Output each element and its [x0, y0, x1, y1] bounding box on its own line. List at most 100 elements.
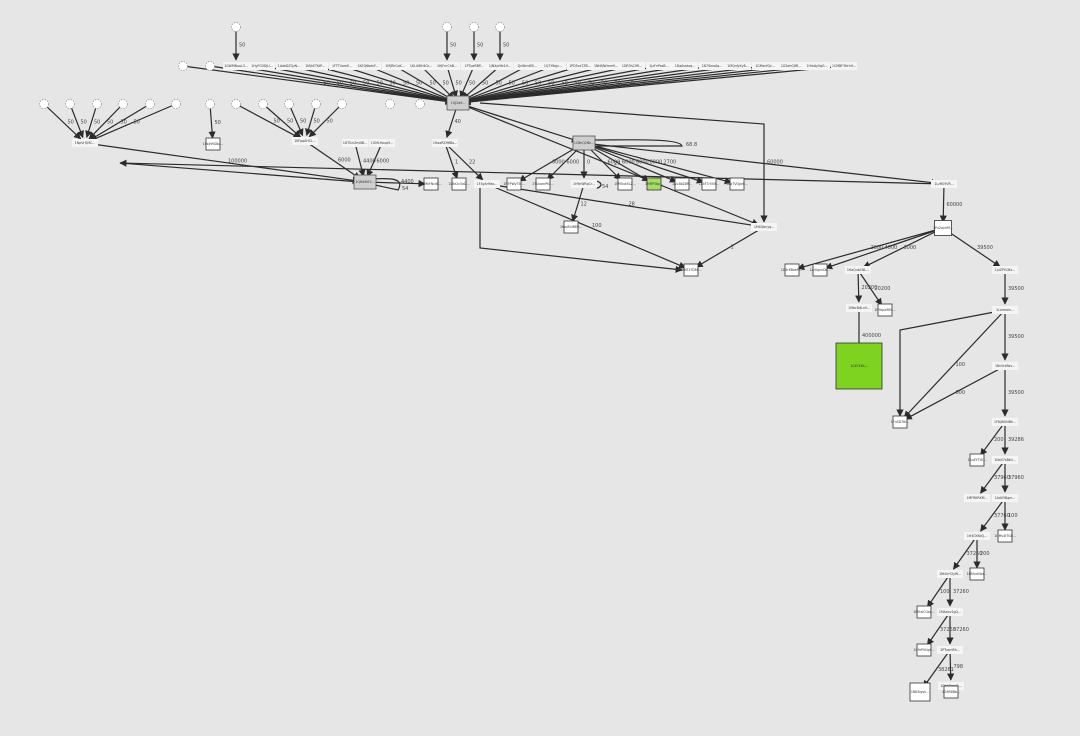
graph-node-box[interactable]: 1JvL8bZ8R...: [672, 177, 692, 191]
graph-node-source[interactable]: [284, 99, 294, 109]
graph-node-source[interactable]: [231, 99, 241, 109]
graph-node-text[interactable]: 1G5ehGJfR...: [778, 62, 804, 70]
graph-node-text[interactable]: 1HaaRZH6Bo...: [432, 139, 458, 147]
graph-node-text[interactable]: 1NcVrkBsv...: [992, 362, 1018, 370]
graph-node-text[interactable]: 1N7SmoAq...: [699, 62, 725, 70]
graph-node-box[interactable]: 1QMs4fTGB...: [994, 529, 1016, 543]
graph-node-source[interactable]: [258, 99, 268, 109]
graph-node-box[interactable]: 1G9R8Bb...: [942, 685, 960, 699]
graph-node-source[interactable]: [145, 99, 155, 109]
edge: [420, 65, 455, 100]
edge-label: 400000: [862, 333, 881, 339]
graph-node-source[interactable]: [337, 99, 347, 109]
graph-node-box[interactable]: 1B83rgvk...: [909, 682, 931, 702]
graph-node-box[interactable]: 1PxjhRG8p...: [203, 137, 224, 151]
graph-node-box[interactable]: 1L5e2c5aD...: [448, 177, 470, 191]
graph-node-text[interactable]: 1MFRKRKM...: [964, 494, 990, 502]
graph-node-text[interactable]: 1AdeDZQzN...: [276, 62, 302, 70]
graph-node-text[interactable]: 1MAcbv1gQ...: [937, 608, 963, 616]
graph-node-text[interactable]: 1JuZPVCBz...: [992, 266, 1018, 274]
graph-node-source[interactable]: [205, 61, 215, 71]
graph-node-text[interactable]: 1NhBJWmm9...: [593, 62, 619, 70]
graph-node-text[interactable]: 1DR3hC9R...: [619, 62, 645, 70]
graph-node-source[interactable]: [92, 99, 102, 109]
graph-node-text[interactable]: 1JNXpHfz1H...: [487, 62, 513, 70]
graph-node-text[interactable]: 1NpVrQMC...: [72, 139, 98, 147]
graph-node-text[interactable]: 1GWMNuaL3...: [223, 62, 249, 70]
graph-node-text[interactable]: 1MjRhCoK...: [382, 62, 408, 70]
edge-label: 50: [601, 81, 607, 87]
graph-node-text[interactable]: 1JzFnPsaB...: [646, 62, 672, 70]
graph-node-text[interactable]: 1MbcDdLnV...: [846, 304, 872, 312]
graph-node-text[interactable]: 1DaAssksq...: [672, 62, 698, 70]
graph-node-text[interactable]: 1LzRGYVR...: [931, 180, 957, 188]
graph-node-source[interactable]: [385, 99, 395, 109]
graph-node-green[interactable]: 1C4FXDs...: [835, 342, 883, 390]
graph-node-box[interactable]: 1N9qnz9Eh...: [874, 303, 896, 317]
graph-node-box[interactable]: 1NMnrrNxs...: [967, 567, 988, 581]
graph-node-box[interactable]: 1Bq7VQpek...: [726, 177, 748, 191]
graph-node-text[interactable]: 1HJFnrChB...: [434, 62, 460, 70]
graph-node-box[interactable]: 1MHxiCUxg...: [913, 605, 935, 619]
graph-node-source[interactable]: [171, 99, 181, 109]
graph-node-text[interactable]: 1PTucmRh...: [937, 646, 963, 654]
graph-node-box[interactable]: 1AiUgnnDk...: [810, 263, 831, 277]
graph-node-text[interactable]: 1Lxrmoin...: [992, 306, 1018, 314]
graph-node-text[interactable]: 1H4GYAbQ...: [964, 532, 990, 540]
graph-node-box[interactable]: 1AuEYTtG...: [968, 453, 987, 467]
graph-node-text[interactable]: 1F8jWUNBh...: [992, 418, 1018, 426]
node-label: 1PTpeRBP...: [465, 64, 484, 68]
graph-node-green[interactable]: 1MRP3bp...: [645, 177, 663, 191]
graph-node-source[interactable]: [231, 22, 241, 32]
graph-node-box[interactable]: 1FnSD7tlr...: [891, 415, 910, 429]
graph-node-source[interactable]: [205, 99, 215, 109]
graph-node-text[interactable]: 1GMLHoup9...: [369, 139, 395, 147]
graph-node-hub[interactable]: 1QJ2q9...: [446, 95, 470, 111]
graph-node-text[interactable]: 1MjhETKtP...: [302, 62, 328, 70]
graph-node-source[interactable]: [495, 22, 505, 32]
graph-node-text[interactable]: 1HaQubCNL...: [845, 266, 871, 274]
graph-node-box[interactable]: 1KwJ5LM8M...: [560, 220, 582, 234]
graph-node-text[interactable]: 1MQnfyXy8...: [725, 62, 751, 70]
graph-node-text[interactable]: 1NtUnY2yW...: [937, 570, 963, 578]
graph-node-box[interactable]: 1NFPWyT5r...: [503, 177, 525, 191]
graph-node-source[interactable]: [118, 99, 128, 109]
graph-node-text[interactable]: 1PD5vxTZB...: [567, 62, 593, 70]
graph-node-text[interactable]: 1Q7Y6qjc...: [540, 62, 566, 70]
graph-node-text[interactable]: 1CMBF3HrhH...: [831, 62, 857, 70]
edge-label: 4400: [363, 159, 376, 165]
graph-node-box[interactable]: 1C9rPVUgS...: [913, 643, 935, 657]
graph-node-text[interactable]: 1PTpeRBP...: [461, 62, 487, 70]
graph-node-box[interactable]: 1FM5uk5LZ...: [614, 177, 636, 191]
graph-node-source[interactable]: [178, 61, 188, 71]
graph-node-box[interactable]: 1Pu2dvhf9...: [933, 220, 953, 236]
graph-node-text[interactable]: 1DTiUcZmNB...: [342, 139, 368, 147]
graph-node-text[interactable]: 1M4Qbnyg...: [751, 223, 777, 231]
graph-node-text[interactable]: 1KEQ6bdnF...: [355, 62, 381, 70]
graph-node-box[interactable]: 1L4F7r5VX...: [699, 177, 719, 191]
graph-node-text[interactable]: 1KLiARH4Gr...: [408, 62, 434, 70]
graph-node-box[interactable]: 1MfZ1TDMJ...: [680, 263, 702, 277]
graph-node-text[interactable]: 1JnWrmEB...: [514, 62, 540, 70]
graph-node-text[interactable]: 1HrkAyVgG...: [804, 62, 830, 70]
graph-node-box[interactable]: 1D5rKBaePt...: [781, 263, 803, 277]
graph-node-text[interactable]: 1F4yArHeo...: [474, 180, 500, 188]
graph-node-text[interactable]: 1FTTUomE...: [329, 62, 355, 70]
graph-node-source[interactable]: [469, 22, 479, 32]
graph-node-source[interactable]: [415, 99, 425, 109]
graph-node-source[interactable]: [311, 99, 321, 109]
graph-node-text[interactable]: 1KFpqAHCL...: [292, 137, 318, 145]
graph-node-text[interactable]: 1NaV7sBbil...: [992, 456, 1018, 464]
graph-node-text[interactable]: 1AdV5Bgm...: [992, 494, 1018, 502]
graph-node-hub[interactable]: 1CBhQ2Nk...: [572, 135, 596, 151]
graph-node-hub[interactable]: 1QRdXtE2...: [353, 174, 377, 190]
graph-node-box[interactable]: 1GMkFNcdK...: [420, 177, 442, 191]
graph-node-source[interactable]: [442, 22, 452, 32]
graph-node-text[interactable]: 1H9cWRpCr...: [571, 180, 597, 188]
node-label: 1MAcbv1gQ...: [939, 610, 961, 614]
graph-node-source[interactable]: [65, 99, 75, 109]
graph-node-box[interactable]: 1TUcomPtG...: [532, 177, 554, 191]
graph-node-text[interactable]: 1HyFGVDjU...: [249, 62, 275, 70]
graph-node-source[interactable]: [39, 99, 49, 109]
graph-node-text[interactable]: 1GMxnfQz...: [752, 62, 778, 70]
